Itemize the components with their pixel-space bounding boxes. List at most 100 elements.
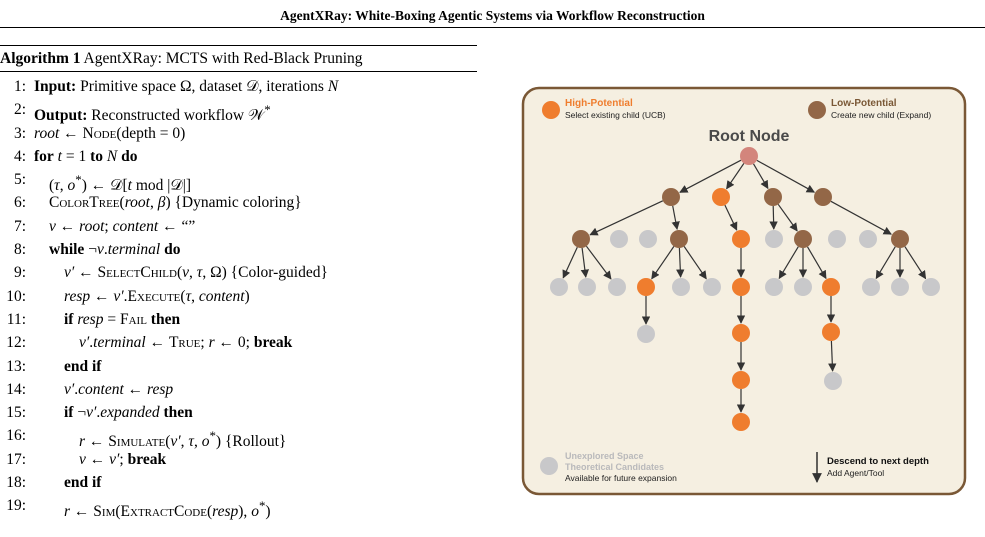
line-number: 10: [6, 287, 26, 305]
line-number: 16: [6, 427, 26, 445]
algorithm-header: Algorithm 1 AgentXRay: MCTS with Red-Bla… [0, 45, 477, 72]
tree-node-low [891, 230, 909, 248]
legend-low-potential-icon [808, 101, 826, 119]
line-number: 2: [13, 101, 26, 119]
legend-high-potential-desc: Select existing child (UCB) [565, 110, 666, 120]
tree-edge [585, 245, 612, 280]
algorithm-line: 10:resp ← v′.Execute(τ, content) [0, 285, 477, 308]
tree-edge [756, 159, 816, 193]
tree-node-unexplored [862, 278, 880, 296]
algorithm-line: 14: v′.content ← resp [0, 378, 477, 401]
legend-unexplored-title-2: Theoretical Candidates [565, 462, 664, 472]
line-code: r ← Simulate(v′, τ, o*) {Rollout} [79, 428, 287, 451]
line-number: 7: [13, 217, 26, 235]
tree-node-unexplored [703, 278, 721, 296]
tree-edge [752, 163, 769, 190]
line-code: Output: Reconstructed workflow 𝒲* [34, 102, 271, 125]
line-code: while ¬v.terminal do [49, 241, 181, 259]
tree-node-unexplored [608, 278, 626, 296]
line-code: v ← root; content ← “” [49, 217, 196, 235]
line-code: r ← Sim(ExtractCode(resp), o*) [64, 498, 271, 521]
line-number: 12: [6, 334, 26, 352]
line-number: 14: [6, 380, 26, 398]
algorithm-line: 6: ColorTree(root, β) {Dynamic coloring} [0, 191, 477, 214]
tree-edge [828, 340, 837, 372]
tree-node-high [732, 413, 750, 431]
tree-edge [589, 200, 664, 236]
tree-edge [683, 246, 707, 280]
legend-high-potential-icon [542, 101, 560, 119]
tree-nodes [550, 147, 940, 431]
tree-node-low [662, 188, 680, 206]
line-code: Input: Primitive space Ω, dataset 𝒟, ite… [34, 78, 339, 95]
tree-node-low [764, 188, 782, 206]
tree-node-high [822, 278, 840, 296]
algorithm-lines: 1: Input: Primitive space Ω, dataset 𝒟, i… [0, 75, 477, 521]
tree-node-unexplored [794, 278, 812, 296]
tree-node-low [794, 230, 812, 248]
line-number: 9: [13, 264, 26, 282]
tree-node-unexplored [672, 278, 690, 296]
tree-node-high [732, 230, 750, 248]
legend-unexplored-icon [540, 457, 558, 475]
tree-node-high [732, 278, 750, 296]
tree-edge [671, 205, 680, 231]
algorithm-line: 3:root ← Node(depth = 0) [0, 122, 477, 145]
tree-edges [562, 159, 927, 413]
root-node [740, 147, 758, 165]
tree-node-unexplored [637, 325, 655, 343]
tree-node-high [822, 323, 840, 341]
algorithm-line: 11: if resp = Fail then [0, 308, 477, 331]
line-number: 5: [13, 171, 26, 189]
tree-edge [830, 200, 892, 235]
line-number: 11: [6, 310, 26, 328]
algorithm-line: 7: v ← root; content ← “” [0, 215, 477, 238]
line-code: end if [64, 357, 102, 375]
algorithm-line: 9:v′ ← SelectChild(v, τ, Ω) {Color-guide… [0, 261, 477, 284]
tree-node-unexplored [828, 230, 846, 248]
line-number: 6: [13, 194, 26, 212]
legend-unexplored-desc: Available for future expansion [565, 473, 677, 483]
tree-node-unexplored [765, 278, 783, 296]
title-rule [0, 27, 985, 28]
tree-node-high [732, 371, 750, 389]
tree-node-unexplored [891, 278, 909, 296]
algorithm-line: 1: Input: Primitive space Ω, dataset 𝒟, i… [0, 75, 477, 98]
mcts-tree-diagram: High-Potential Select existing child (UC… [521, 86, 967, 496]
legend-high-potential-title: High-Potential [565, 98, 633, 109]
tree-edge [778, 246, 799, 280]
tree-node-unexplored [922, 278, 940, 296]
line-number: 18: [6, 474, 26, 492]
line-code: for t = 1 to N do [34, 147, 138, 165]
tree-node-unexplored [859, 230, 877, 248]
line-code: if ¬v′.expanded then [64, 404, 193, 422]
line-number: 15: [6, 404, 26, 422]
legend-descend-desc: Add Agent/Tool [827, 468, 884, 478]
line-code: if resp = Fail then [64, 310, 181, 328]
line-code: root ← Node(depth = 0) [34, 124, 186, 142]
algorithm-line: 17: v ← v′; break [0, 448, 477, 471]
line-code: v ← v′; break [79, 450, 167, 468]
algorithm-line: 15: if ¬v′.expanded then [0, 401, 477, 424]
tree-node-unexplored [610, 230, 628, 248]
line-number: 1: [13, 78, 26, 95]
tree-node-unexplored [639, 230, 657, 248]
algorithm-line: 5:(τ, o*) ← 𝒟[t mod |𝒟|] [0, 168, 477, 194]
algorithm-line: 18:end if [0, 471, 477, 494]
tree-node-low [814, 188, 832, 206]
tree-node-low [670, 230, 688, 248]
algorithm-line: 8:while ¬v.terminal do [0, 238, 477, 261]
tree-edge [904, 246, 927, 280]
legend-low-potential-desc: Create new child (Expand) [831, 110, 931, 120]
line-code: v′.terminal ← True; r ← 0; break [79, 334, 293, 352]
algorithm-label: Algorithm 1 [0, 50, 81, 67]
line-number: 17: [6, 450, 26, 468]
tree-edge [724, 204, 738, 231]
line-code: ColorTree(root, β) {Dynamic coloring} [49, 194, 302, 212]
algorithm-line: 4:for t = 1 to N do [0, 145, 477, 168]
algorithm-line: 19: r ← Sim(ExtractCode(resp), o*) [0, 494, 477, 520]
line-number: 19: [6, 497, 26, 515]
tree-edge [562, 246, 578, 279]
root-node-label: Root Node [709, 128, 790, 145]
line-code: v′.content ← resp [64, 380, 174, 398]
